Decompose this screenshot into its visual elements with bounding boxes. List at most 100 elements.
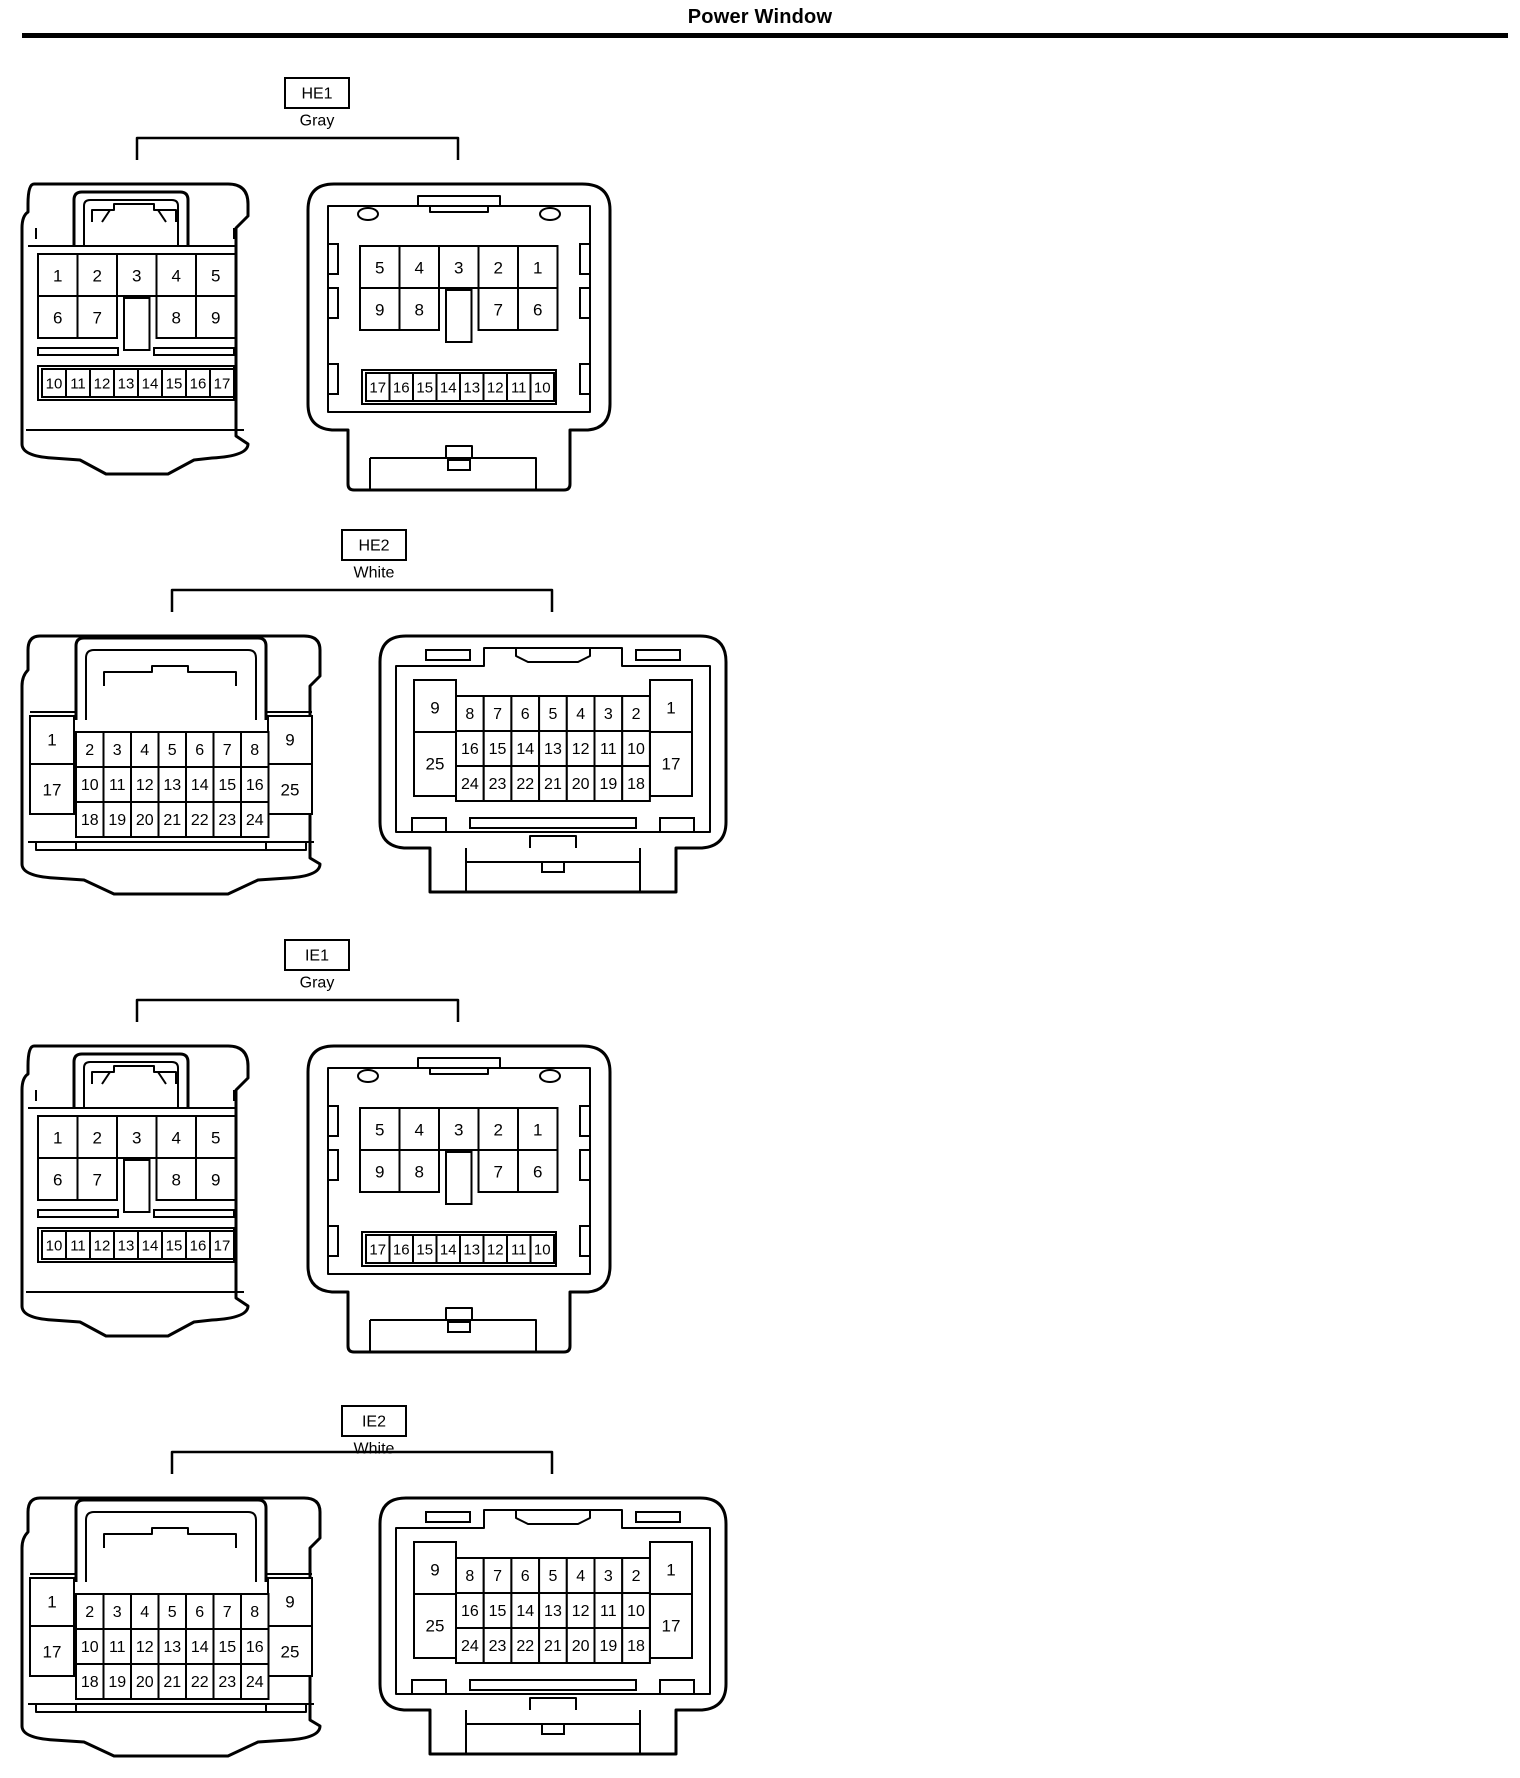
pin-number: 4 (415, 259, 424, 278)
pin-cell (185, 1628, 215, 1665)
pin-cell (116, 1115, 158, 1159)
side-block (649, 679, 693, 797)
pin-number: 25 (281, 781, 300, 800)
pin-number: 3 (454, 259, 463, 278)
side-guide (327, 1105, 339, 1137)
pin-number: 17 (214, 376, 231, 393)
pin-cell (185, 368, 211, 398)
pin-number: 22 (191, 1674, 209, 1691)
pin-number: 21 (163, 1674, 181, 1691)
pin-number: 14 (191, 1639, 209, 1656)
pin-cell (130, 1628, 160, 1665)
key-slot (123, 297, 151, 351)
pin-number: 14 (142, 1238, 159, 1255)
latch-outer (72, 190, 190, 246)
pin-number: 15 (489, 1603, 507, 1620)
pin-number: 7 (493, 706, 502, 723)
pin-number: 4 (415, 1121, 424, 1140)
pin-number: 18 (627, 776, 645, 793)
pin-number: 19 (599, 1638, 617, 1655)
pin-cell (102, 801, 132, 838)
pin-cell (185, 766, 215, 803)
pin-number: 16 (461, 1603, 479, 1620)
pin-number: 10 (81, 1639, 99, 1656)
pin-cell (155, 253, 197, 297)
pin-number: 8 (172, 309, 181, 328)
pin-number: 22 (516, 776, 534, 793)
pin-number: 6 (195, 1604, 204, 1621)
pin-number: 8 (250, 742, 259, 759)
pin-number: 18 (81, 812, 99, 829)
connector-body (378, 634, 728, 894)
pin-cell (398, 1149, 440, 1193)
pin-number: 4 (140, 742, 149, 759)
pin-number: 3 (113, 1604, 122, 1621)
lock-button (541, 1723, 565, 1735)
latch-outer (72, 1052, 190, 1108)
lock-tab (369, 445, 537, 490)
pin-cell (209, 368, 235, 398)
pin-number: 15 (489, 741, 507, 758)
key-slot (445, 289, 473, 343)
pin-number: 13 (463, 380, 480, 397)
latch-outer (74, 1498, 268, 1582)
pin-number: 15 (416, 380, 433, 397)
pin-number: 5 (211, 267, 220, 286)
pin-number: 4 (172, 1129, 181, 1148)
pin-number: 9 (375, 301, 384, 320)
side-guide (579, 1225, 591, 1257)
pin-number: 6 (195, 742, 204, 759)
pin-number: 22 (516, 1638, 534, 1655)
pin-cell (398, 287, 440, 331)
pin-number: 24 (461, 1638, 479, 1655)
pin-cell (185, 1663, 215, 1700)
pin-number: 7 (223, 1604, 232, 1621)
pin-number: 16 (393, 380, 410, 397)
lock-tab (369, 1307, 537, 1352)
top-slot (635, 649, 681, 661)
pin-number: 3 (454, 1121, 463, 1140)
pin-number: 8 (465, 1568, 474, 1585)
pin-number: 21 (163, 812, 181, 829)
pin-number: 10 (46, 1238, 63, 1255)
pin-number: 16 (190, 1238, 207, 1255)
pin-number: 14 (516, 1603, 534, 1620)
pin-number: 13 (544, 1603, 562, 1620)
pin-number: 2 (93, 1129, 102, 1148)
pin-number: 23 (489, 1638, 507, 1655)
pin-number: 24 (461, 776, 479, 793)
latch-slot (418, 1067, 500, 1075)
connector-code: IE1 (305, 948, 329, 965)
pin-number: 4 (576, 1568, 585, 1585)
pin-number: 6 (53, 309, 62, 328)
pin-cell (455, 695, 485, 732)
pin-number: 2 (93, 267, 102, 286)
pin-number: 9 (211, 1171, 220, 1190)
pin-number: 23 (218, 1674, 236, 1691)
side-guide (327, 243, 339, 275)
pin-cell (621, 1627, 651, 1664)
pin-cell (538, 1592, 568, 1629)
pin-number: 12 (487, 1242, 504, 1259)
mounting-hole (539, 1069, 561, 1083)
pin-cell (593, 765, 624, 802)
guide-bar (37, 347, 119, 356)
pin-number: 17 (369, 1242, 386, 1259)
connector-code: IE2 (362, 1414, 386, 1431)
pin-number: 17 (43, 781, 62, 800)
pin-number: 5 (211, 1129, 220, 1148)
base-slot (469, 1679, 637, 1691)
pin-number: 1 (47, 731, 56, 750)
title-rule (22, 33, 1508, 38)
pin-cell (359, 287, 401, 331)
pin-cell (593, 695, 624, 732)
latch-slot (515, 648, 591, 663)
pin-cell (155, 1157, 197, 1201)
pin-number: 24 (246, 812, 264, 829)
pin-number: 8 (465, 706, 474, 723)
latch-inner (83, 199, 179, 246)
mounting-hole (357, 207, 379, 221)
